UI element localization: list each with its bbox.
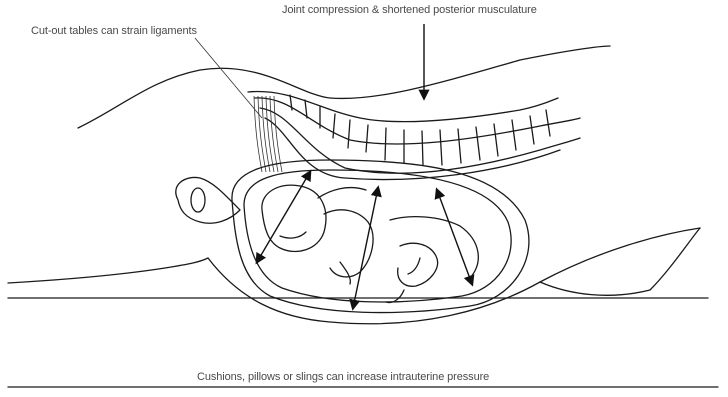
ligaments [254, 96, 282, 172]
uterus-outer [232, 160, 529, 313]
belly-skin-left [8, 258, 208, 283]
belly-skin-right [540, 228, 700, 295]
foal [262, 185, 478, 302]
label-cushions-pillows: Cushions, pillows or slings can increase… [197, 371, 489, 383]
pressure-arrow-2 [353, 188, 378, 308]
pelvis-hole [191, 188, 205, 212]
pelvis-loop [176, 177, 240, 223]
label-joint-compression: Joint compression & shortened posterior … [282, 4, 537, 16]
ligament-pointer-line [195, 38, 262, 118]
spine-upper [248, 92, 558, 122]
label-cut-out-tables: Cut-out tables can strain ligaments [31, 25, 197, 37]
pressure-arrow-3 [437, 190, 472, 284]
belly-shell [208, 228, 700, 324]
